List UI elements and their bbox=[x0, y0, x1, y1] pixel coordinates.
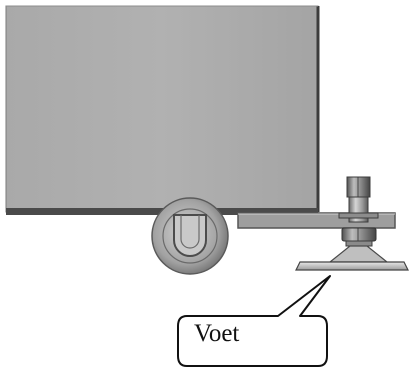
callout-label-voet: Voet bbox=[194, 320, 240, 347]
cabinet-body bbox=[5, 5, 320, 215]
caster-wheel bbox=[151, 197, 229, 275]
leveling-foot bbox=[295, 176, 409, 271]
callout-bubble bbox=[177, 275, 331, 367]
